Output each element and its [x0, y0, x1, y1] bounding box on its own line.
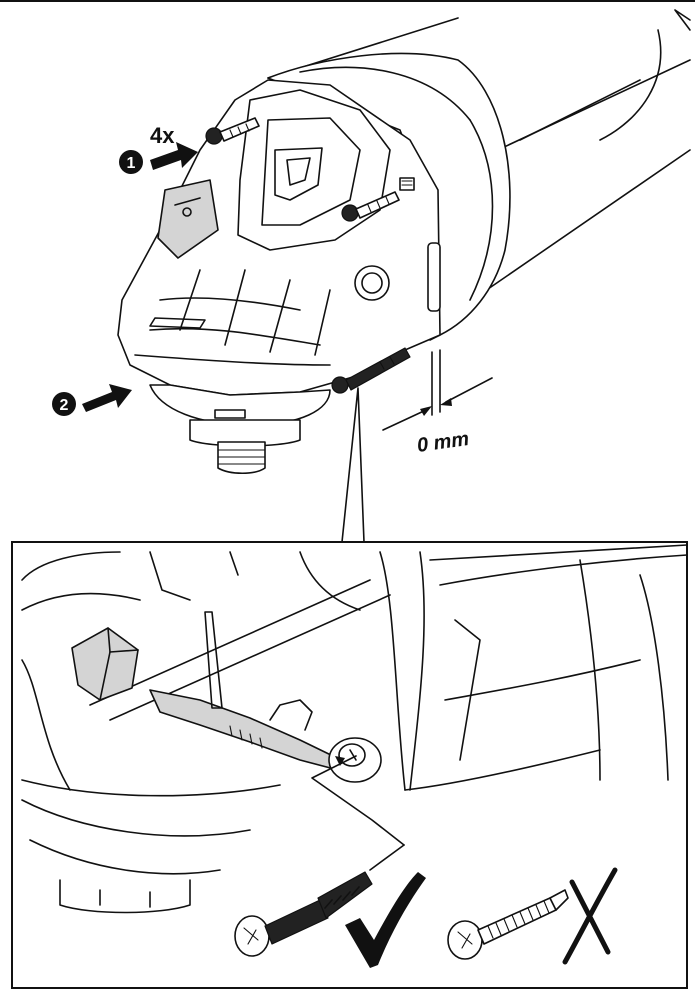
- x-mark-icon: [562, 867, 618, 965]
- step-1-number: 1: [127, 155, 136, 172]
- step-1-indicator: 1 4x: [119, 123, 198, 174]
- spindle-lock-button: [157, 179, 219, 259]
- screw-count-label: 4x: [150, 123, 175, 148]
- check-mark-icon: [345, 872, 426, 968]
- side-knob: [354, 265, 390, 301]
- step-2-number: 2: [60, 397, 69, 414]
- step-2-arrow: [82, 384, 132, 412]
- step-2-badge: [52, 392, 76, 416]
- housing-screw-top-left: [205, 117, 260, 145]
- housing-screw-back: [399, 177, 415, 191]
- housing-screw-lower-right: [331, 347, 411, 394]
- gap-dimension: 0 mm: [382, 349, 493, 457]
- detail-inset: [11, 541, 688, 989]
- housing-screw-mid-right: [341, 191, 400, 222]
- gap-label: 0 mm: [416, 428, 471, 457]
- step-1-badge: [119, 150, 143, 174]
- correct-screw: [234, 871, 373, 957]
- step-2-indicator: 2: [52, 384, 132, 416]
- grinder-body: [117, 9, 691, 475]
- incorrect-screw: [447, 889, 569, 960]
- callout-leader: [341, 387, 365, 543]
- step-1-arrow: [150, 142, 198, 170]
